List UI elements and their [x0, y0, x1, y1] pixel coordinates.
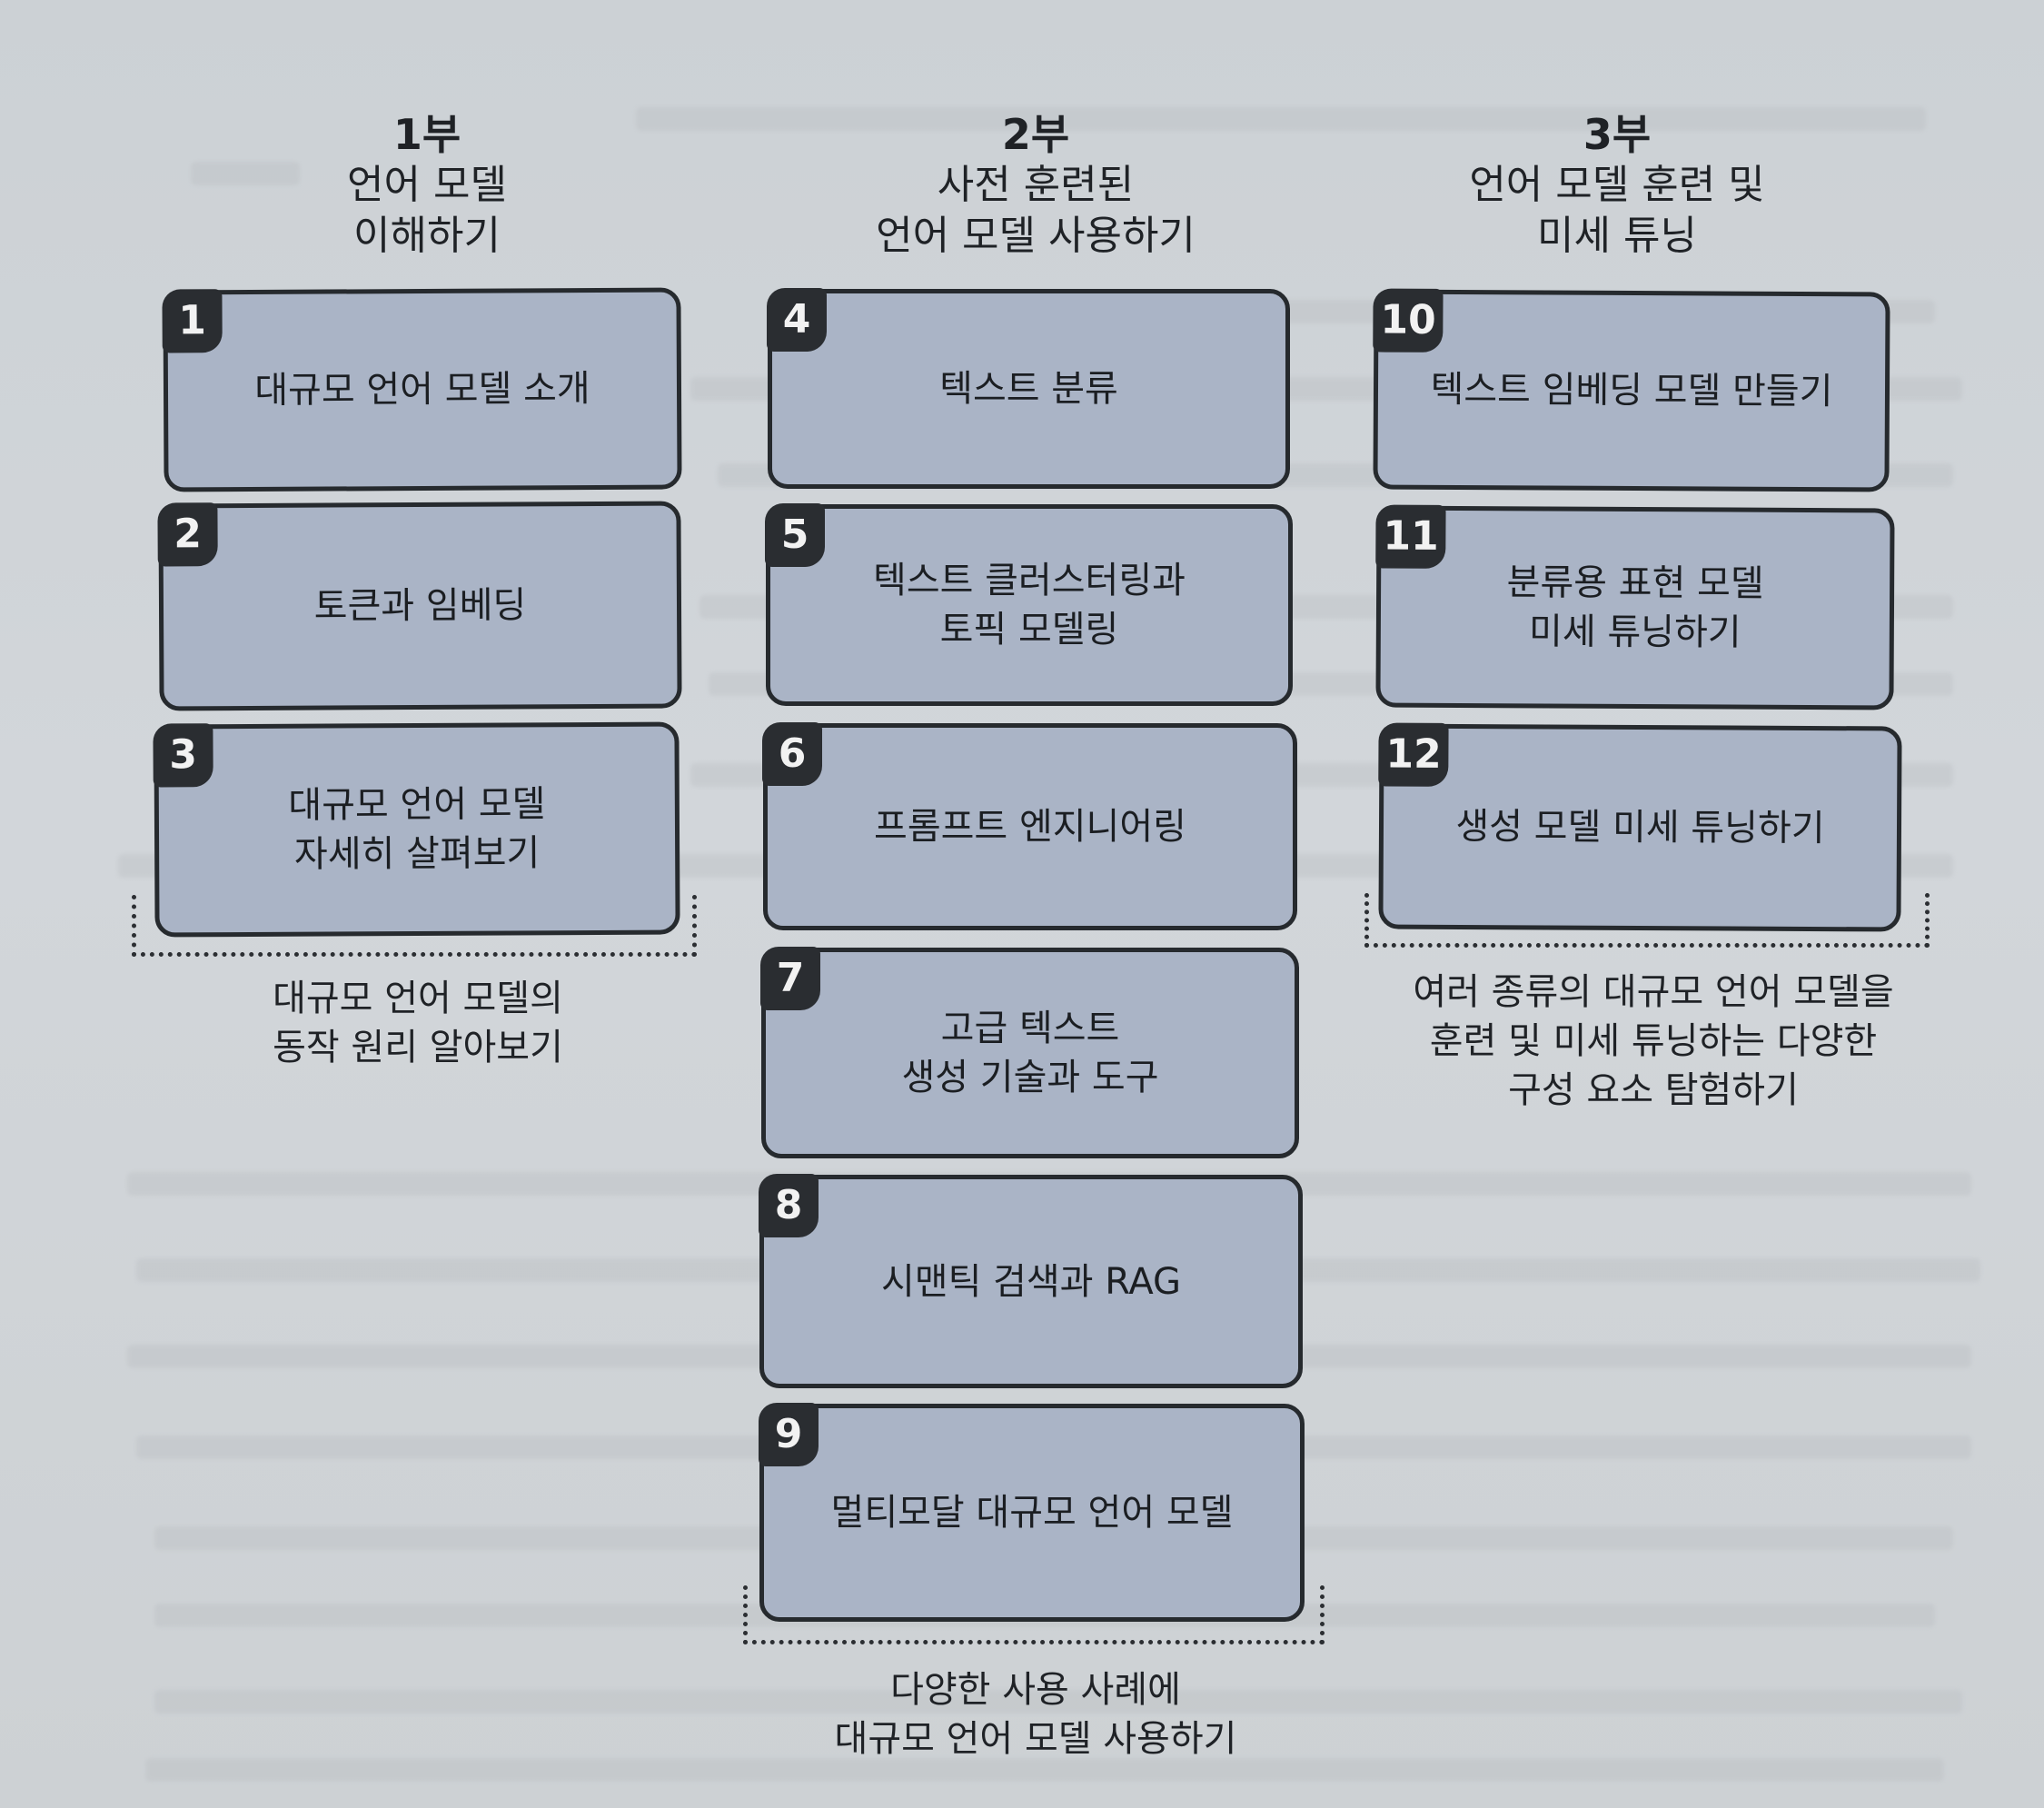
chapter-title: 대규모 언어 모델 자세히 살펴보기: [288, 783, 546, 876]
chapter-card: 11 분류용 표현 모델 미세 튜닝하기: [1375, 504, 1895, 710]
part-summary: 대규모 언어 모델의 동작 원리 알아보기: [273, 978, 563, 1068]
chapter-number-badge: 4: [767, 288, 827, 352]
chapter-card: 2 토큰과 임베딩: [157, 501, 682, 711]
chapter-title: 생성 모델 미세 튜닝하기: [1455, 805, 1825, 850]
chapter-card: 7 고급 텍스트 생성 기술과 도구: [760, 947, 1299, 1158]
chapter-title: 분류용 표현 모델 미세 튜닝하기: [1506, 561, 1764, 654]
chapter-card: 5 텍스트 클러스터링과 토픽 모델링: [765, 503, 1293, 706]
bleed-through-line: [145, 1758, 1944, 1782]
chapter-number-badge: 6: [762, 722, 822, 786]
chapter-number-badge: 2: [157, 502, 218, 567]
part-title: 사전 훈련된 언어 모델 사용하기: [876, 162, 1196, 259]
part-3-header: 3부 언어 모델 훈련 및 미세 튜닝: [1417, 109, 1817, 262]
chapter-card: 9 멀티모달 대규모 언어 모델: [759, 1403, 1305, 1622]
group-bracket: [743, 1585, 1325, 1644]
chapter-title: 시맨틱 검색과 RAG: [880, 1260, 1182, 1303]
part-title: 언어 모델 이해하기: [347, 162, 507, 259]
part-2-header: 2부 사전 훈련된 언어 모델 사용하기: [799, 109, 1272, 262]
chapter-title: 텍스트 클러스터링과 토픽 모델링: [873, 560, 1186, 651]
part-label: 3부: [1583, 110, 1652, 159]
chapter-title: 토큰과 임베딩: [313, 584, 527, 628]
chapter-number-badge: 8: [759, 1174, 819, 1237]
part-label: 1부: [392, 110, 461, 159]
chapter-number-badge: 12: [1378, 722, 1449, 787]
chapter-title: 대규모 언어 모델 소개: [254, 368, 590, 412]
group-bracket: [1364, 893, 1930, 948]
chapter-card: 10 텍스트 임베딩 모델 만들기: [1373, 288, 1890, 492]
chapter-number-badge: 10: [1373, 288, 1444, 353]
chapter-card: 4 텍스트 분류: [767, 288, 1290, 489]
chapter-title: 프롬프트 엔지니어링: [874, 806, 1186, 848]
bleed-through-line: [191, 162, 300, 185]
chapter-title: 텍스트 임베딩 모델 만들기: [1430, 368, 1833, 413]
chapter-title: 고급 텍스트 생성 기술과 도구: [901, 1008, 1159, 1098]
chapter-number-badge: 1: [162, 289, 223, 353]
chapter-number-badge: 7: [760, 947, 820, 1010]
chapter-number-badge: 3: [153, 723, 213, 788]
chapter-title: 멀티모달 대규모 언어 모델: [830, 1492, 1234, 1534]
chapter-title: 텍스트 분류: [939, 368, 1118, 410]
chapter-number-badge: 11: [1375, 504, 1446, 569]
chapter-card: 8 시맨틱 검색과 RAG: [759, 1174, 1303, 1388]
part-summary: 다양한 사용 사례에 대규모 언어 모델 사용하기: [834, 1669, 1237, 1760]
chapter-number-badge: 9: [759, 1403, 819, 1466]
bleed-through-line: [636, 107, 1926, 131]
part-title: 언어 모델 훈련 및 미세 튜닝: [1469, 162, 1765, 259]
part-1-header: 1부 언어 모델 이해하기: [245, 109, 609, 262]
chapter-number-badge: 5: [765, 503, 825, 567]
group-bracket: [132, 895, 697, 957]
chapter-card: 6 프롬프트 엔지니어링: [762, 722, 1297, 930]
chapter-card: 1 대규모 언어 모델 소개: [162, 287, 682, 492]
part-label: 2부: [1001, 110, 1070, 159]
part-summary: 여러 종류의 대규모 언어 모델을 훈련 및 미세 튜닝하는 다양한 구성 요소…: [1413, 971, 1894, 1111]
bleed-through-line: [154, 1690, 1962, 1714]
